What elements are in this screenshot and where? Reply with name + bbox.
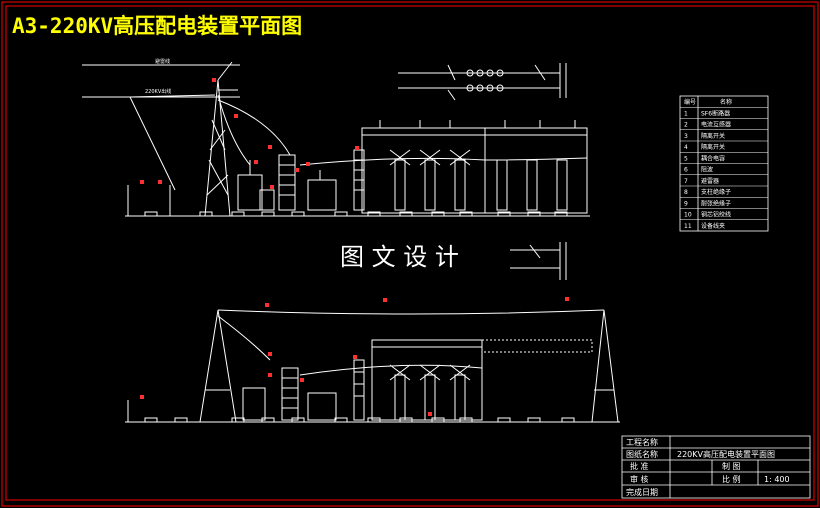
scale-value: 1: 400 (764, 475, 790, 484)
legend-row-name: 耐张绝缘子 (701, 199, 731, 207)
completion-date-label: 完成日期 (626, 487, 658, 497)
legend-row-name: SF6断路器 (701, 109, 730, 117)
legend-row-number: 5 (684, 155, 688, 162)
watermark-text: 图 文 设 计 (340, 243, 459, 271)
inner-frame (5, 5, 815, 501)
draw-label: 制 图 (722, 461, 741, 471)
legend-row-number: 9 (684, 200, 688, 207)
legend-row-number: 10 (684, 212, 692, 219)
legend-row-name: 支柱绝缘子 (701, 188, 731, 196)
legend-header-number: 编号 (684, 98, 696, 106)
legend-row-number: 7 (684, 178, 688, 185)
legend-row-number: 1 (684, 110, 688, 117)
equipment-legend: 编号 名称 1 SF6断路器 2 电流互感器 3 隔离开关 4 隔离开关 5 耦合电容 6 阻波 7 避雷器 8… (679, 95, 769, 232)
label-bus-line: 220KV出线 (145, 88, 171, 95)
drawing-name-label: 图纸名称 (626, 449, 658, 459)
drawing-name-value: 220KV高压配电装置平面图 (677, 449, 775, 459)
legend-row-number: 11 (684, 223, 692, 230)
review-label: 审 核 (630, 474, 649, 484)
legend-row-name: 耦合电容 (701, 154, 725, 162)
label-top-line: 避雷线 (155, 58, 170, 65)
legend-row-name: 电流互感器 (701, 121, 731, 129)
legend-header-name: 名称 (720, 98, 732, 106)
legend-row-number: 4 (684, 144, 688, 151)
legend-row-number: 3 (684, 133, 688, 140)
lower-elevation (125, 309, 620, 423)
project-name-label: 工程名称 (626, 437, 658, 447)
switch-group-lower (389, 364, 471, 421)
watermark-schematic (510, 242, 567, 280)
legend-row-name: 设备线夹 (701, 222, 725, 230)
switch-group-upper (389, 149, 568, 211)
approve-label: 批 准 (630, 461, 649, 471)
callout-markers-upper (140, 78, 359, 189)
foundation-blocks-upper (144, 211, 568, 217)
legend-row-name: 隔离开关 (701, 132, 725, 140)
title-block (621, 435, 811, 499)
drawing-title: A3-220KV高压配电装置平面图 (12, 14, 302, 38)
legend-row-name: 隔离开关 (701, 143, 725, 151)
callout-markers-lower (140, 297, 569, 416)
legend-row-name: 钢芯铝绞线 (701, 211, 731, 219)
single-line-schematic (398, 63, 567, 101)
legend-row-name: 避雷器 (701, 177, 719, 185)
legend-row-number: 6 (684, 167, 688, 174)
legend-row-number: 8 (684, 189, 688, 196)
scale-label: 比 例 (722, 474, 741, 484)
upper-elevation (82, 61, 590, 217)
legend-row-number: 2 (684, 122, 688, 129)
legend-row-name: 阻波 (701, 166, 713, 174)
